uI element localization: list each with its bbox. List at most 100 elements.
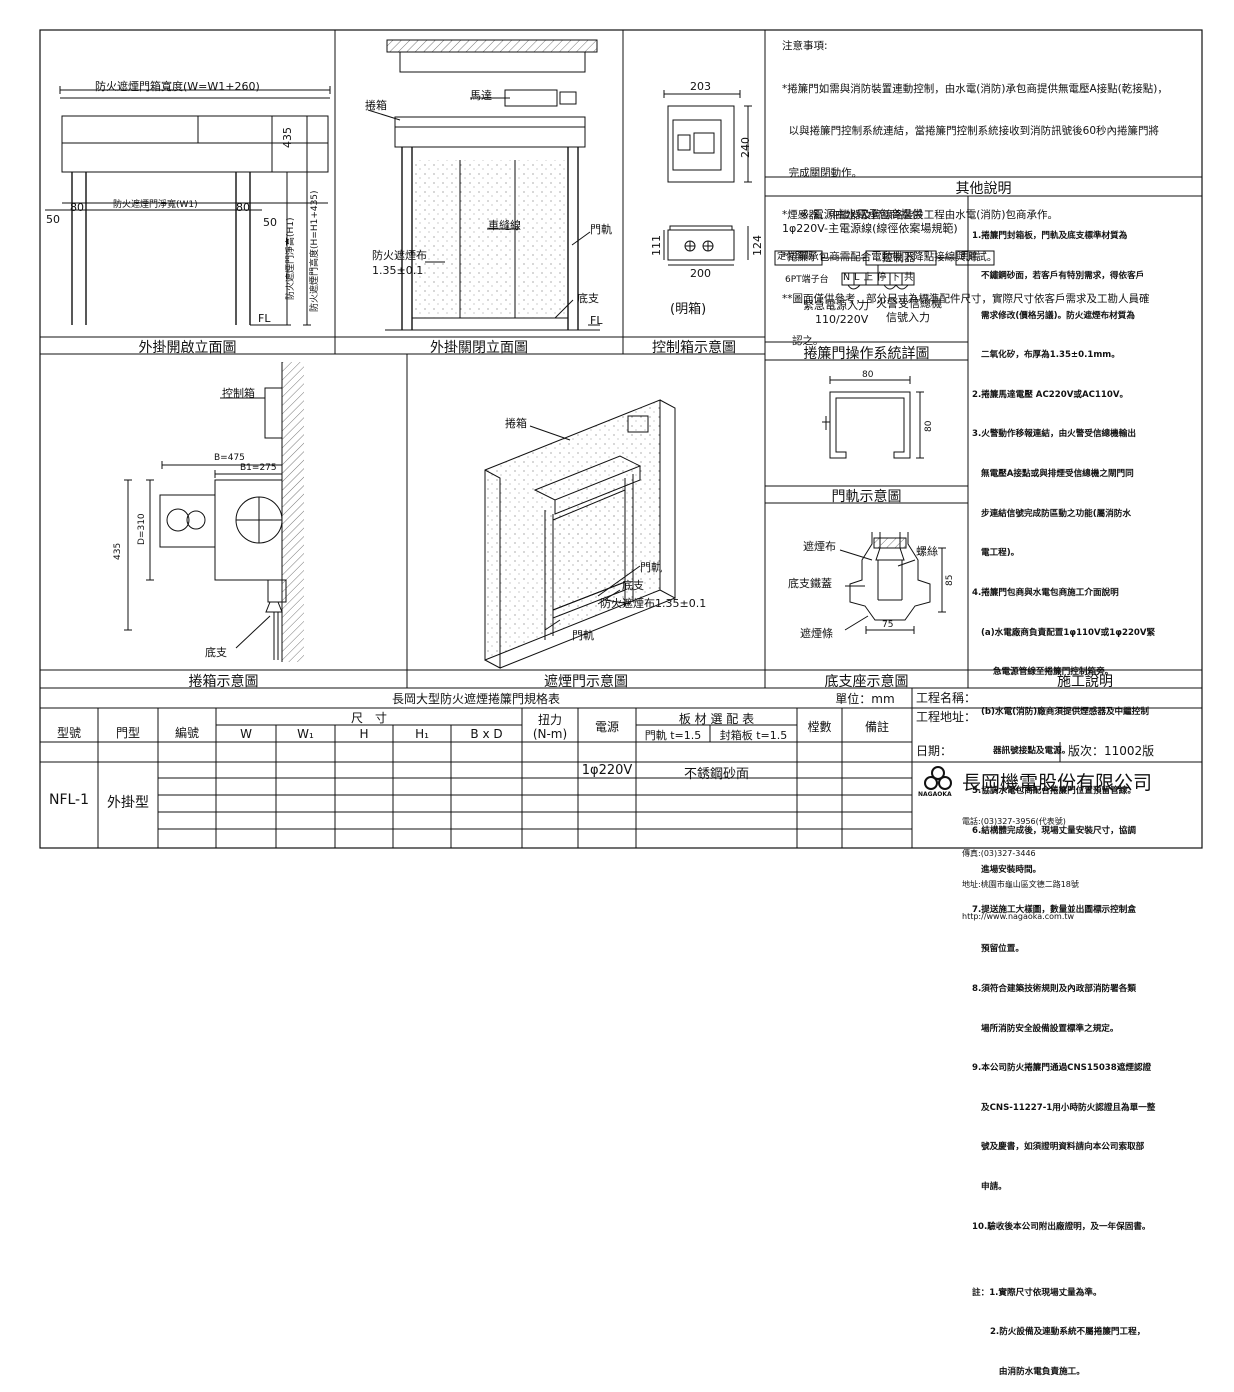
drawing-linework [39,29,1203,849]
dim-clear-height: 防火遮煙門淨高(H1) [286,217,296,300]
construction-line: 申請。 [972,1182,1007,1193]
op-terminal-labels: N L 上 停 下 共 [843,272,914,283]
th-size: 尺 寸 [350,711,387,725]
dim-clear-width: 防火遮煙門淨寬(W1) [113,200,198,210]
construction-line: 5.協調水電包商配合捲簾門位置預留管線。 [972,785,1136,796]
construction-line: 2.捲簾馬達電壓 AC220V或AC110V。 [972,389,1129,400]
caption-base: 底支座示意圖 [824,674,909,690]
label-rail: 門軌 [590,223,612,236]
construction-line: 8.須符合建築技術規則及內政部消防署各類 [972,983,1136,994]
company-website[interactable]: http://www.nagaoka.com.tw [962,911,1075,921]
floor-level-closed: FL [590,314,603,327]
caption-rail: 門軌示意圖 [831,489,902,505]
company-fax: 傳真:(03)327-3446 [962,848,1036,858]
th-power: 電源 [594,720,619,734]
op-position-switch: 定位開關 [777,252,814,262]
th-quantity: 樘數 [807,720,832,734]
boxview-b275: B1=275 [240,463,277,473]
dim-435: 435 [281,127,294,148]
op-fire-signal: 信號入力 [886,311,930,324]
th-h1: H₁ [415,727,429,741]
base-fabric: 遮煙布 [803,540,836,553]
construction-line: 器訊號接點及電源。 [972,746,1071,757]
construction-line: 2.防火設備及連動系統不屬捲簾門工程， [972,1327,1146,1338]
op-terminal-block: 6PT端子台 [785,275,829,285]
construction-line: 無電壓A接點或與排煙受信總機之閘門同 [972,469,1134,480]
caption-operation: 捲簾門操作系統詳圖 [803,346,930,362]
company-contact: 電話:(03)327-3956(代表號) 傳真:(03)327-3446 地址:… [962,796,1079,933]
base-cover: 底支鐵蓋 [788,577,832,590]
note-line: 完成關閉動作。 [782,167,863,179]
label-motor: 馬達 [470,89,492,102]
th-material: 板 材 選 配 表 [678,712,755,726]
dim-50-left: 50 [46,213,60,226]
op-controller: 控制器 [882,251,915,264]
company-name: 長岡機電股份有限公司 [962,772,1153,794]
dim-total-height: 防火遮煙門高度(H=H1+435) [310,190,320,312]
note-line: *捲簾承包商需配合電動機下降點接線與測試。 [782,251,998,263]
construction-line: 1.捲簾門封箱板，門軌及底支標準材質為 [972,231,1128,242]
th-number: 編號 [174,726,199,740]
doorview-box: 捲箱 [505,417,527,430]
op-fire-panel: 火警受信總機 [876,297,942,310]
boxview-b475: B=475 [214,453,245,463]
th-w1: W₁ [297,727,314,741]
company-address: 地址:桃園市龜山區文德二路18號 [962,880,1079,889]
op-emergency-input: 緊急電源入力 [803,299,869,312]
note-line: 以與捲簾門控制系統連結，當捲簾門控制系統接收到消防訊號後60秒內捲簾門將 [782,125,1160,137]
project-address-label: 工程地址： [916,710,977,724]
op-emergency-voltage: 110/220V [815,313,869,326]
dim-80-left: 80 [70,201,84,214]
rail-dim-80-side: 80 [924,420,934,432]
company-logo [924,766,952,790]
doorview-rail: 門軌 [640,561,662,574]
op-power-note: ※ 電源由水電承包商提供 [800,208,923,221]
construction-line: 急電源管線至捲簾門控制箱旁。 [972,667,1114,678]
base-strip: 遮煙條 [800,627,833,640]
construction-line: 步連結信號完成防區動之功能(屬消防水 [972,508,1131,519]
doorview-fabric: 防火遮煙布1.35±0.1 [600,597,707,610]
note-line: 認之。 [782,335,824,347]
construction-line: 9.本公司防火捲簾門通過CNS15038遮煙認證 [972,1063,1152,1074]
dim-111: 111 [650,235,663,256]
th-h: H [359,727,369,741]
floor-level-open: FL [258,312,271,325]
boxview-bottom-bar: 底支 [205,646,227,659]
row-door-type: 外掛型 [107,795,149,811]
label-fabric: 防火遮煙布 [372,249,427,262]
construction-line: 場所消防安全設備設置標準之規定。 [972,1023,1119,1034]
label-track: 車縫線 [488,219,521,232]
th-rail-thickness: 門軌 t=1.5 [644,729,702,742]
caption-other-notes: 其他說明 [955,181,1012,197]
construction-line: 6.結構體完成後，現場丈量安裝尺寸，協調 [972,825,1136,836]
construction-line: 預留位置。 [972,944,1024,955]
construction-line: 電工程)。 [972,548,1020,559]
dim-80-right: 80 [236,201,250,214]
rail-dim-80-top: 80 [862,370,874,380]
construction-line: 4.捲簾門包商與水電包商施工介面說明 [972,587,1119,598]
op-motor: 馬達 [960,252,979,262]
label-box: 捲箱 [365,99,387,112]
boxview-d310: D=310 [137,513,147,545]
dim-240: 240 [739,137,752,158]
notes-header: 注意事項: [782,40,828,52]
label-surface-box: (明箱) [670,302,707,317]
th-bxd: B x D [470,727,503,741]
th-remark: 備註 [864,720,889,734]
th-model: 型號 [56,726,81,740]
dim-50-right: 50 [263,216,277,229]
row-material: 不銹鋼砂面 [683,767,749,782]
date-label: 日期： [916,744,953,758]
base-screw: 螺絲 [916,545,938,558]
th-w: W [240,727,252,741]
dim-203: 203 [690,80,711,93]
dim-box-width: 防火遮煙門箱寬度(W=W1+260) [95,80,260,93]
caption-door-view: 遮煙門示意圖 [544,674,628,690]
company-tel: 電話:(03)327-3956(代表號) [962,817,1066,826]
row-model: NFL-1 [48,792,90,808]
th-torque-unit: (N-m) [532,727,568,741]
construction-line: (b)水電(消防)廠商須提供煙感器及中繼控制 [972,706,1149,717]
th-torque: 扭力 [537,713,562,727]
base-dim-75: 75 [882,620,894,630]
dim-124: 124 [751,235,764,256]
